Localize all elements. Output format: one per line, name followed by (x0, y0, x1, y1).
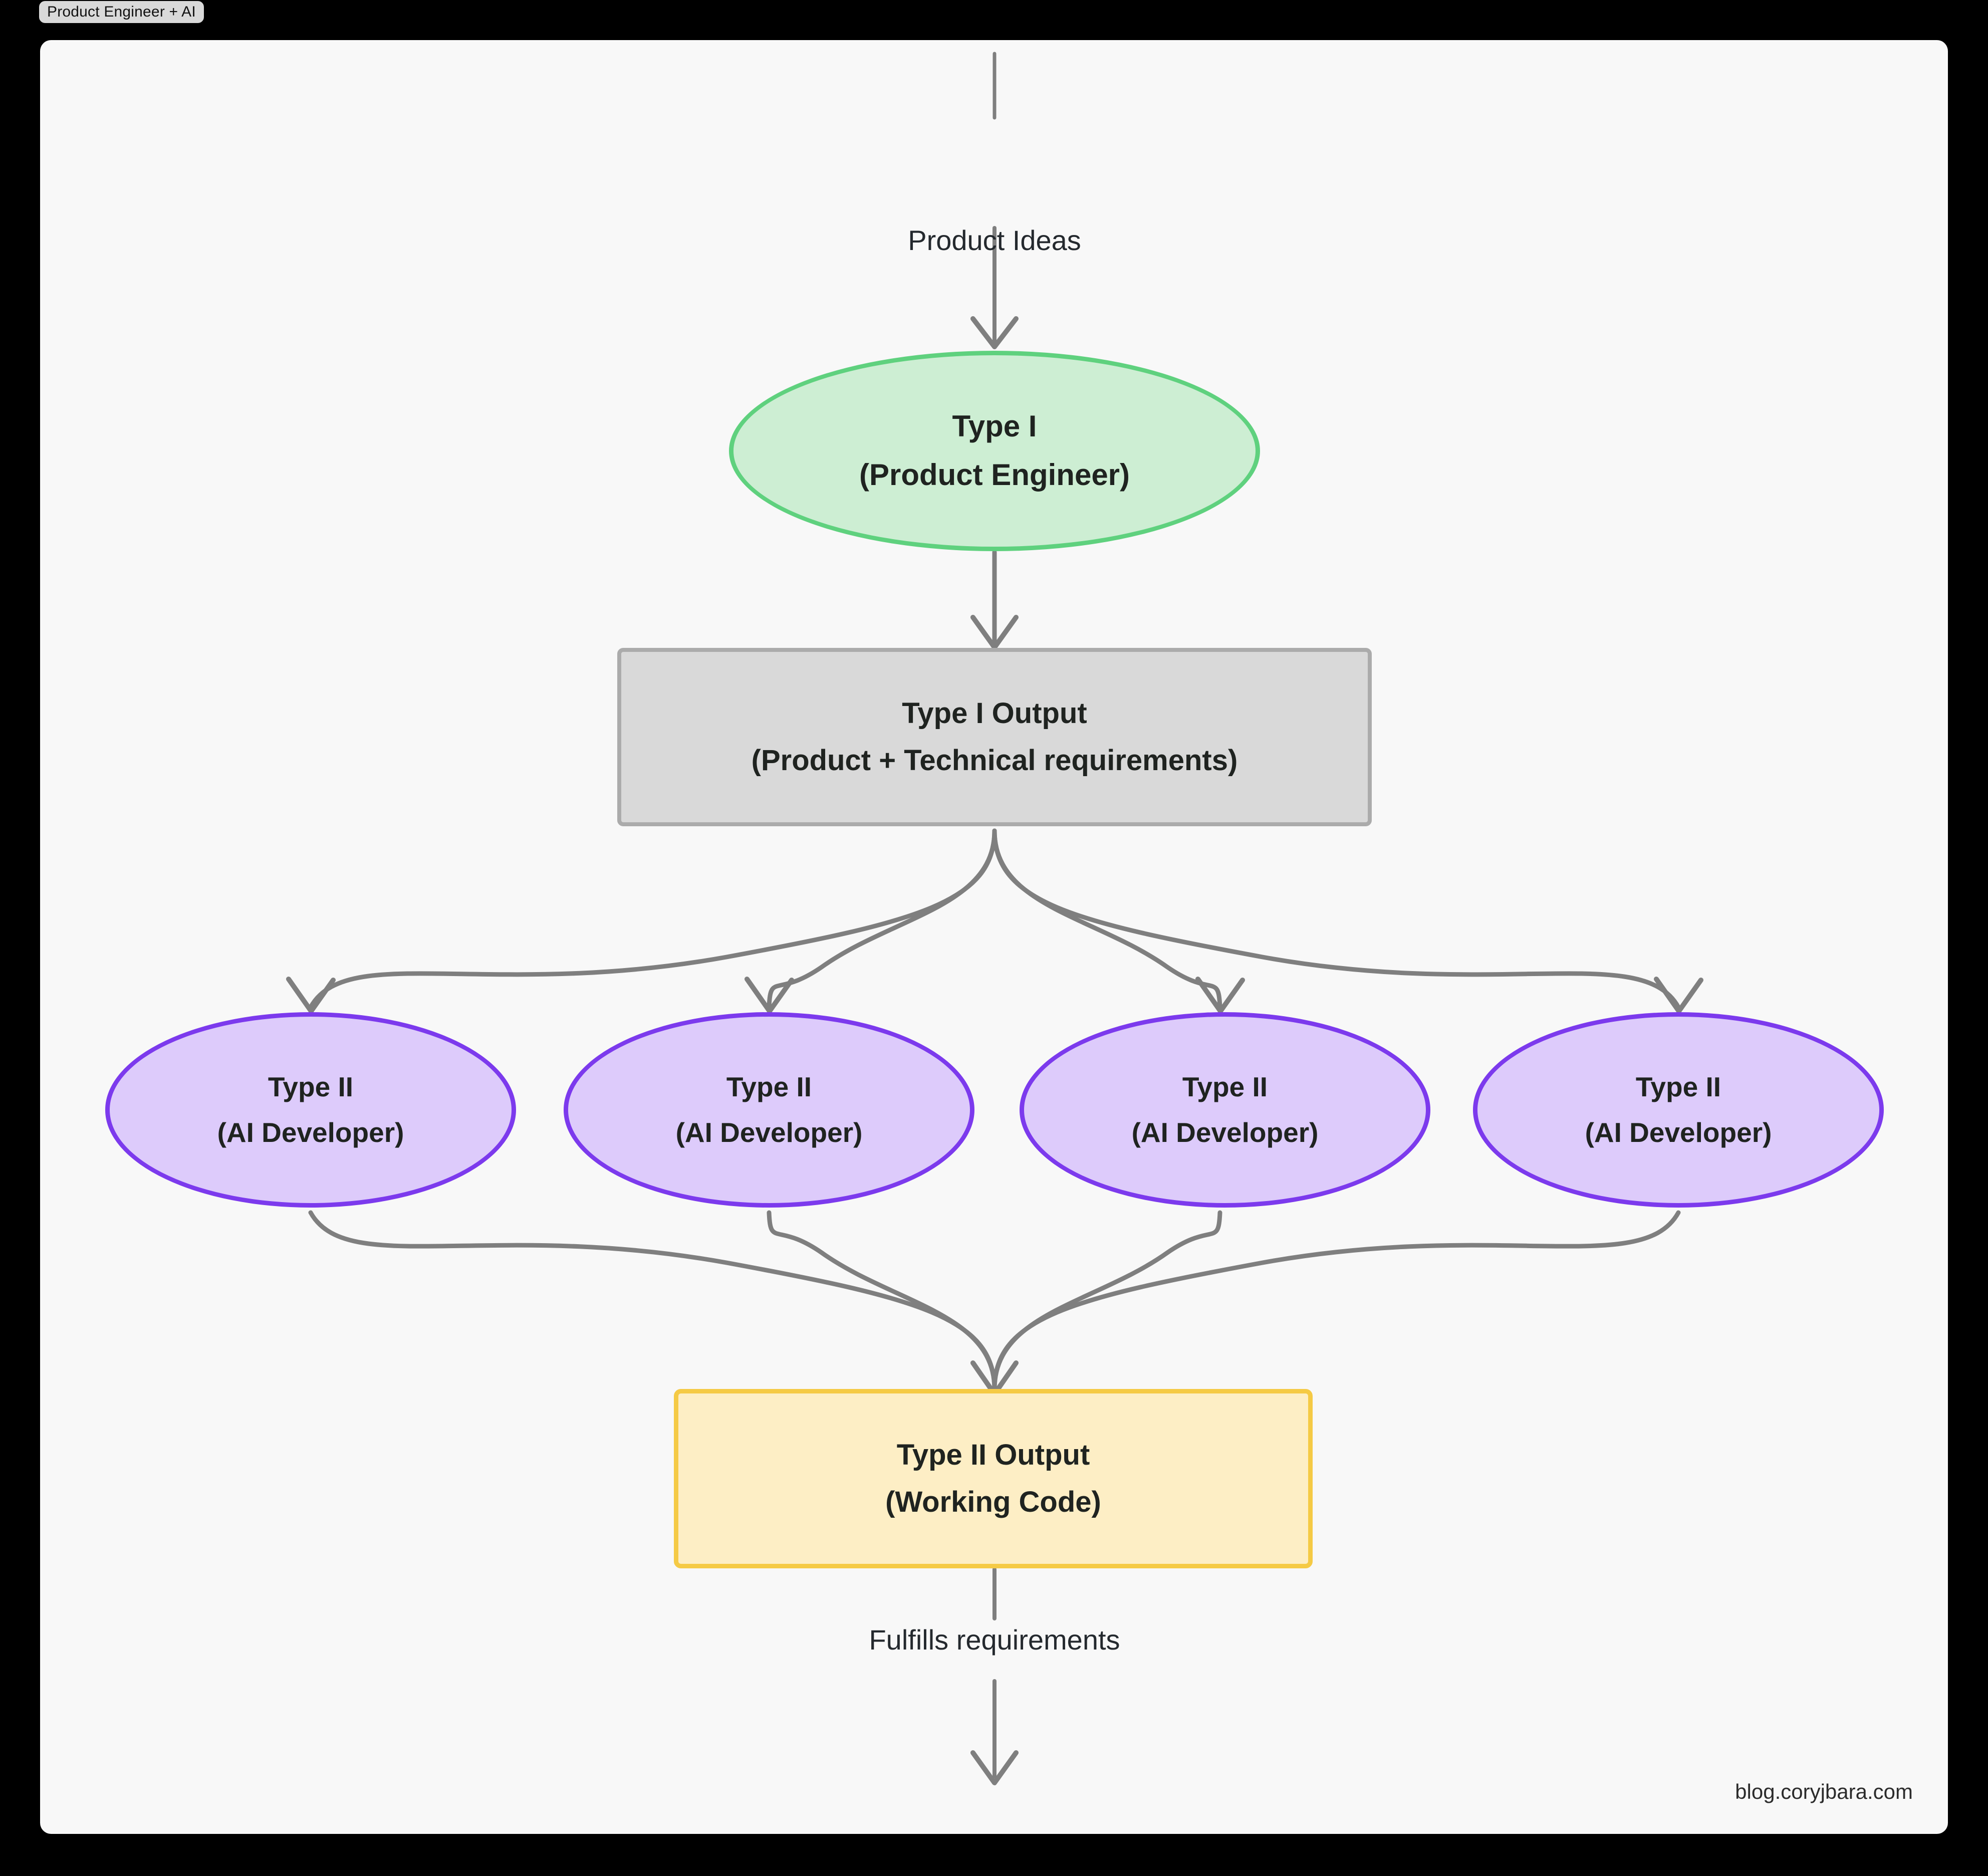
node-type-ii-subtitle: (AI Developer) (1131, 1117, 1319, 1148)
node-type-ii-output-subtitle: (Working Code) (885, 1486, 1101, 1518)
watermark-blog-url: blog.coryjbara.com (1735, 1780, 1913, 1803)
node-type-ii-title: Type II (1635, 1071, 1721, 1103)
window-title-label: Product Engineer + AI (47, 4, 196, 20)
edge-output-to-type2-b (744, 828, 997, 1014)
node-type-i-output[interactable]: Type I Output (Product + Technical requi… (617, 648, 1372, 826)
node-type-ii-output[interactable]: Type II Output (Working Code) (674, 1389, 1313, 1568)
node-type-i-subtitle: (Product Engineer) (859, 458, 1130, 492)
node-type-ii-subtitle: (AI Developer) (675, 1117, 863, 1148)
node-type-ii-ai-developer-4[interactable]: Type II (AI Developer) (1473, 1012, 1884, 1208)
edge-type2-c-to-output (992, 1210, 1222, 1391)
edge-output-to-end (970, 1567, 1019, 1785)
node-type-ii-output-title: Type II Output (896, 1438, 1090, 1471)
edge-output-to-type2-c (992, 828, 1245, 1014)
node-type-i-title: Type I (952, 409, 1037, 443)
node-type-i-output-title: Type I Output (902, 696, 1087, 730)
node-type-ii-title: Type II (1182, 1071, 1268, 1103)
node-type-i-output-subtitle: (Product + Technical requirements) (751, 744, 1238, 777)
edge-type1-to-output (970, 550, 1019, 650)
node-type-ii-subtitle: (AI Developer) (1585, 1117, 1772, 1148)
edge-label-fulfills-requirements: Fulfills requirements (869, 1624, 1120, 1656)
edge-output-to-type2-a (286, 828, 997, 1014)
edge-type2-d-to-output (992, 1210, 1681, 1391)
window-title-badge: Product Engineer + AI (39, 1, 204, 23)
edge-label-product-ideas: Product Ideas (908, 224, 1081, 256)
edge-type2-a-to-output (308, 1210, 997, 1391)
node-type-ii-ai-developer-1[interactable]: Type II (AI Developer) (105, 1012, 516, 1208)
node-type-ii-title: Type II (268, 1071, 354, 1103)
node-type-ii-ai-developer-2[interactable]: Type II (AI Developer) (564, 1012, 974, 1208)
node-type-ii-ai-developer-3[interactable]: Type II (AI Developer) (1020, 1012, 1430, 1208)
edge-output-to-type2-d (992, 828, 1703, 1014)
edge-type2-b-to-output (767, 1210, 997, 1391)
diagram-canvas: Product Ideas Fulfills requirements Type… (40, 40, 1948, 1834)
node-type-i-product-engineer[interactable]: Type I (Product Engineer) (729, 351, 1260, 551)
node-type-ii-title: Type II (726, 1071, 812, 1103)
node-type-ii-subtitle: (AI Developer) (217, 1117, 404, 1148)
